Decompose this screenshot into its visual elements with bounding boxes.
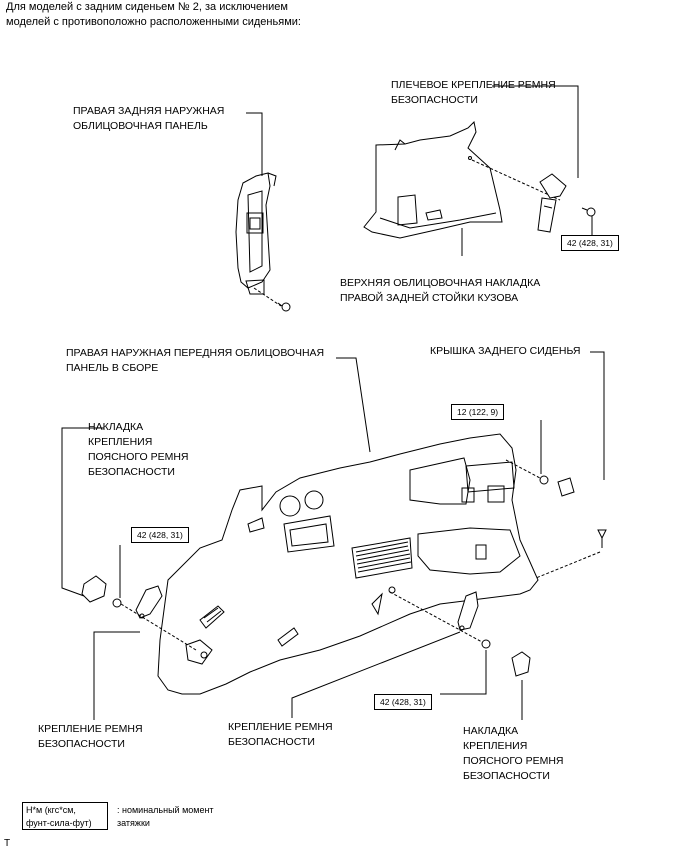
label-line: КРЕПЛЕНИЯ: [88, 436, 153, 448]
legend-desc-line-2: затяжки: [117, 818, 150, 828]
lap-anchor-cover-right-drawing: [511, 651, 531, 677]
label-line: НАКЛАДКА: [88, 421, 144, 433]
header-line-2: моделей с противоположно расположенными …: [6, 16, 301, 28]
torque-box-shoulder: 42 (428, 31): [561, 235, 619, 251]
belt-anchor-left-drawing: [135, 585, 163, 619]
label-line: ПРАВАЯ НАРУЖНАЯ ПЕРЕДНЯЯ ОБЛИЦОВОЧНАЯ: [66, 347, 325, 359]
torque-box-left-anchor: 42 (428, 31): [131, 527, 189, 543]
label-line: ОБЛИЦОВОЧНАЯ ПАНЕЛЬ: [73, 120, 208, 132]
front-outer-panel-drawing: [157, 433, 539, 695]
label-line: КРЫШКА ЗАДНЕГО СИДЕНЬЯ: [430, 345, 581, 357]
legend-desc-line-1: : номинальный момент: [117, 805, 214, 815]
bolt-center-anchor: [481, 639, 491, 649]
label-line: КРЕПЛЕНИЯ: [463, 740, 528, 752]
label-line: ПРАВАЯ ЗАДНЯЯ НАРУЖНАЯ: [73, 105, 225, 117]
label-line: ПОЯСНОГО РЕМНЯ: [88, 451, 189, 463]
label-shoulder-anchor: ПЛЕЧЕВОЕ КРЕПЛЕНИЕ РЕМНЯ БЕЗОПАСНОСТИ: [391, 78, 556, 108]
bolt-seat-cover: [539, 475, 549, 485]
label-belt-anchor-left: КРЕПЛЕНИЕ РЕМНЯ БЕЗОПАСНОСТИ: [38, 722, 143, 752]
label-lap-anchor-cover-left: НАКЛАДКА КРЕПЛЕНИЯ ПОЯСНОГО РЕМНЯ БЕЗОПА…: [88, 420, 189, 480]
label-line: БЕЗОПАСНОСТИ: [88, 466, 175, 478]
label-upper-pillar-trim: ВЕРХНЯЯ ОБЛИЦОВОЧНАЯ НАКЛАДКА ПРАВОЙ ЗАД…: [340, 276, 540, 306]
legend-description: : номинальный момент затяжки: [117, 804, 214, 830]
legend-box-line-2: фунт-сила-фут): [26, 818, 92, 828]
label-belt-anchor-center: КРЕПЛЕНИЕ РЕМНЯ БЕЗОПАСНОСТИ: [228, 720, 333, 750]
label-line: НАКЛАДКА: [463, 725, 519, 737]
clip-drawing: [597, 529, 607, 548]
label-line: КРЕПЛЕНИЕ РЕМНЯ: [38, 723, 143, 735]
header-text: Для моделей с задним сиденьем № 2, за ис…: [6, 0, 301, 30]
label-line: ВЕРХНЯЯ ОБЛИЦОВОЧНАЯ НАКЛАДКА: [340, 277, 541, 289]
torque-box-center-anchor: 42 (428, 31): [374, 694, 432, 710]
label-line: БЕЗОПАСНОСТИ: [38, 738, 125, 750]
shoulder-anchor-drawing: [537, 173, 567, 233]
label-front-outer-panel: ПРАВАЯ НАРУЖНАЯ ПЕРЕДНЯЯ ОБЛИЦОВОЧНАЯ ПА…: [66, 346, 324, 376]
bolt-shoulder: [581, 207, 596, 217]
rear-seat-cover-drawing: [557, 477, 575, 497]
label-line: ПАНЕЛЬ В СБОРЕ: [66, 362, 159, 374]
lap-anchor-cover-left-drawing: [81, 575, 107, 603]
label-rear-seat-cover: КРЫШКА ЗАДНЕГО СИДЕНЬЯ: [430, 344, 580, 359]
label-rear-outer-panel: ПРАВАЯ ЗАДНЯЯ НАРУЖНАЯ ОБЛИЦОВОЧНАЯ ПАНЕ…: [73, 104, 224, 134]
label-line: ПРАВОЙ ЗАДНЕЙ СТОЙКИ КУЗОВА: [340, 292, 519, 304]
label-line: ПЛЕЧЕВОЕ КРЕПЛЕНИЕ РЕМНЯ: [391, 79, 556, 91]
bolt-left-anchor: [112, 598, 122, 608]
label-line: КРЕПЛЕНИЕ РЕМНЯ: [228, 721, 333, 733]
header-line-1: Для моделей с задним сиденьем № 2, за ис…: [6, 1, 288, 13]
label-line: ПОЯСНОГО РЕМНЯ: [463, 755, 564, 767]
legend-box: Н*м (кгс*см, фунт-сила-фут): [22, 802, 108, 830]
torque-box-seat-cover: 12 (122, 9): [451, 404, 505, 420]
label-line: БЕЗОПАСНОСТИ: [391, 94, 478, 106]
belt-anchor-center-drawing: [457, 591, 479, 631]
footer-mark: T: [4, 838, 11, 849]
upper-pillar-trim-drawing: [363, 120, 503, 239]
rear-outer-panel-drawing: [235, 172, 277, 295]
bolt-rear-outer: [277, 302, 291, 312]
label-line: БЕЗОПАСНОСТИ: [228, 736, 315, 748]
legend-box-line-1: Н*м (кгс*см,: [26, 805, 76, 815]
label-line: БЕЗОПАСНОСТИ: [463, 770, 550, 782]
label-lap-anchor-cover-right: НАКЛАДКА КРЕПЛЕНИЯ ПОЯСНОГО РЕМНЯ БЕЗОПА…: [463, 724, 564, 784]
